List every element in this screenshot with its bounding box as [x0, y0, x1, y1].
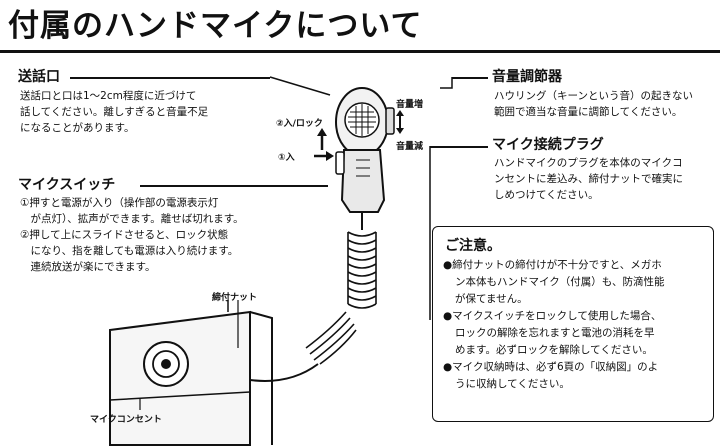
plug-heading: マイク接続プラグ: [492, 137, 604, 153]
title-underline: [0, 50, 720, 53]
lock-arrow: [317, 128, 327, 136]
volume-down-label: 音量減: [396, 142, 424, 152]
on-arrow: [326, 151, 334, 161]
on-label: ①入: [278, 153, 295, 163]
volume-up-arrow: [396, 110, 404, 116]
plug-text: ハンドマイクのプラグを本体のマイクコ ンセントに差込み、締付ナットで確実に しめ…: [494, 155, 683, 203]
volume-pointer: [440, 77, 453, 89]
mic-switch-line: 連続放送が楽にできます。: [20, 261, 156, 273]
mouthpiece-line: 送話口と口は1～2cm程度に近づけて: [20, 90, 197, 102]
volume-line: ハウリング（キーンという音）の起きない: [494, 90, 693, 102]
caution-title: ご注意。: [445, 238, 501, 254]
caution-item-cont: ロックの解除を忘れますと電池の消耗を早: [455, 327, 655, 339]
mic-switch-line: ①押すと電源が入り（操作部の電源表示灯: [20, 197, 219, 209]
mouthpiece-heading: 送話口: [18, 69, 60, 85]
caution-item: ●マイク収納時は、必ず6頁の「収納図」のよ: [443, 361, 659, 373]
mic-switch-button: [335, 151, 345, 175]
plug-line: ハンドマイクのプラグを本体のマイクコ: [494, 157, 683, 169]
caution-item-cont: めます。必ずロックを解除してください。: [455, 344, 653, 356]
coiled-cord: [305, 231, 377, 365]
nut-label: 締付ナット: [212, 293, 258, 303]
page-title: 付属のハンドマイクについて: [8, 8, 423, 44]
plug-leader-line: [430, 146, 488, 148]
mic-grille-mesh: [348, 104, 376, 136]
mic-switch-leader-line: [140, 185, 328, 187]
mic-switch-line: ②押して上にスライドさせると、ロック状態: [20, 229, 229, 241]
volume-line: 範囲で適当な音量に調節してください。: [494, 106, 683, 118]
mic-handle: [340, 149, 386, 213]
mic-switch-heading: マイクスイッチ: [18, 177, 116, 193]
caution-item-cont: が保てません。: [455, 293, 528, 305]
mouthpiece-line: になることがあります。: [20, 122, 135, 134]
plug-line: ンセントに差込み、締付ナットで確実に: [494, 173, 683, 185]
caution-box: ご注意。 ●締付ナットの締付けが不十分ですと、メガホ ン本体もハンドマイク（付属…: [432, 226, 714, 422]
outlet-label: マイクコンセント: [90, 415, 162, 425]
caution-item-cont: ン本体もハンドマイク（付属）も、防滴性能: [455, 276, 665, 288]
volume-heading: 音量調節器: [492, 69, 562, 85]
volume-down-arrow: [396, 128, 404, 134]
caution-item-cont: うに収納してください。: [455, 378, 570, 390]
volume-text: ハウリング（キーンという音）の起きない 範囲で適当な音量に調節してください。: [494, 88, 693, 120]
mic-switch-line: が点灯）、拡声ができます。離せば切れます。: [20, 213, 244, 225]
caution-list: ●締付ナットの締付けが不十分ですと、メガホ ン本体もハンドマイク（付属）も、防滴…: [443, 257, 664, 393]
caution-item: ●締付ナットの締付けが不十分ですと、メガホ: [443, 259, 662, 271]
lock-label: ②入/ロック: [276, 119, 323, 129]
volume-up-label: 音量増: [396, 100, 424, 110]
volume-leader-line: [452, 77, 488, 79]
mouthpiece-leader-line: [70, 77, 270, 79]
caution-item: ●マイクスイッチをロックして使用した場合、: [443, 310, 662, 322]
mic-switch-text: ①押すと電源が入り（操作部の電源表示灯 が点灯）、拡声ができます。離せば切れます…: [20, 195, 244, 275]
volume-knob: [385, 107, 395, 135]
mouthpiece-pointer: [269, 76, 331, 96]
mic-switch-line: になり、指を離しても電源は入り続けます。: [20, 245, 239, 257]
mouthpiece-line: 話してください。離しすぎると音量不足: [20, 106, 209, 118]
mouthpiece-text: 送話口と口は1～2cm程度に近づけて 話してください。離しすぎると音量不足 にな…: [20, 88, 208, 136]
plug-line: しめつけてください。: [494, 189, 599, 201]
